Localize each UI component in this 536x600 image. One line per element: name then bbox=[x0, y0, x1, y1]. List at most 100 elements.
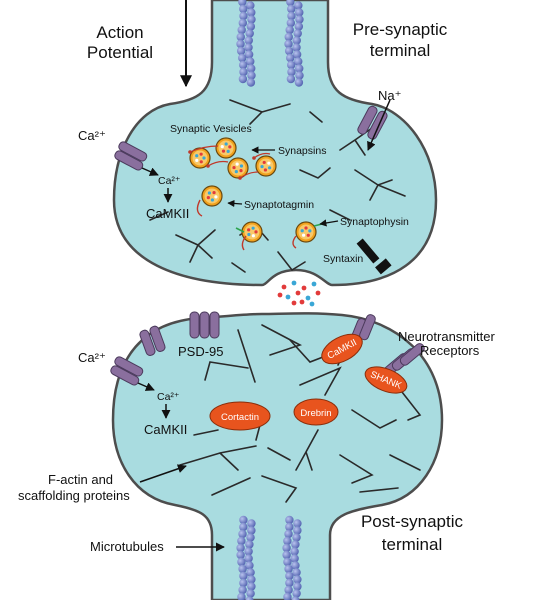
microtubule-bead bbox=[245, 596, 254, 600]
microtubule-bead bbox=[239, 11, 248, 21]
postsynaptic-receptor-middle bbox=[189, 311, 220, 339]
neurotransmitter-molecule bbox=[299, 299, 305, 305]
microtubule-bead bbox=[286, 18, 296, 28]
microtubule-bead bbox=[286, 74, 296, 84]
microtubule-bead bbox=[284, 32, 293, 42]
psd95-label: PSD-95 bbox=[178, 344, 224, 359]
sodium-label: Na⁺ bbox=[378, 88, 401, 103]
synaptotagmin-label: Synaptotagmin bbox=[244, 199, 314, 211]
microtubule-bead bbox=[236, 46, 246, 56]
microtubule-top bbox=[236, 0, 304, 87]
synapsin-link bbox=[207, 160, 229, 167]
synapsins-label: Synapsins bbox=[278, 145, 326, 157]
factin-label-line2: scaffolding proteins bbox=[18, 488, 130, 503]
microtubule-bead bbox=[247, 64, 256, 73]
microtubule-bead bbox=[247, 582, 256, 591]
microtubule-bead bbox=[237, 25, 246, 35]
synaptic-vesicle bbox=[189, 147, 211, 169]
postsynaptic-calcium-arrow bbox=[137, 382, 155, 391]
postsynaptic-calcium-channel bbox=[110, 356, 144, 386]
microtubule-bead bbox=[239, 522, 248, 532]
microtubule-bead bbox=[287, 11, 296, 21]
microtubule-bead bbox=[290, 554, 299, 563]
synaptotagmin-tail bbox=[241, 235, 247, 251]
postsynaptic-receptor-left bbox=[139, 325, 166, 356]
microtubule-bead bbox=[293, 582, 302, 591]
microtubule-bead bbox=[247, 575, 256, 584]
microtubule-bead bbox=[291, 596, 300, 600]
microtubule-bead bbox=[247, 519, 256, 528]
microtubule-bead bbox=[292, 568, 301, 577]
microtubule-bead bbox=[283, 536, 292, 546]
microtubule-bead bbox=[245, 29, 254, 38]
microtubule-bead bbox=[294, 1, 303, 10]
microtubule-bead bbox=[237, 592, 246, 600]
microtubule-bead bbox=[239, 578, 248, 588]
microtubule-bead bbox=[236, 550, 245, 560]
neurotransmitter-molecule bbox=[315, 290, 321, 296]
synaptic-vesicle bbox=[255, 155, 277, 177]
microtubule-bead bbox=[238, 0, 247, 7]
microtubule-bead bbox=[292, 36, 301, 45]
microtubule-bead bbox=[238, 564, 247, 574]
neurotransmitter-molecule bbox=[291, 300, 297, 306]
neurotransmitter-molecule bbox=[305, 295, 311, 301]
neurotransmitter-molecule bbox=[281, 284, 287, 290]
cortactin-protein: Cortactin bbox=[209, 401, 271, 431]
microtubule-bead bbox=[295, 71, 304, 80]
microtubule-bead bbox=[238, 529, 247, 539]
microtubule-bead bbox=[236, 32, 245, 42]
microtubule-bead bbox=[290, 547, 299, 556]
synaptic-vesicle bbox=[201, 185, 223, 207]
microtubule-bead bbox=[286, 53, 295, 63]
presynaptic-terminal bbox=[112, 0, 438, 287]
microtubule-bead bbox=[292, 533, 301, 542]
receptors-label-line1: Neurotransmitter bbox=[398, 329, 495, 344]
synaptophysin-arrow bbox=[319, 219, 339, 227]
postsynaptic-camkii-label: CaMKII bbox=[144, 422, 187, 437]
neurotransmitter-molecules bbox=[277, 280, 321, 307]
neurotransmitter-molecule bbox=[285, 294, 291, 300]
microtubule-bead bbox=[285, 515, 294, 525]
microtubule-bead bbox=[283, 592, 292, 600]
microtubule-bead bbox=[245, 561, 254, 570]
postsynaptic-calcium-outer-label: Ca²⁺ bbox=[78, 350, 106, 365]
presynaptic-calcium-outer-label: Ca²⁺ bbox=[78, 128, 106, 143]
presynaptic-calcium-channel bbox=[114, 141, 148, 171]
microtubule-bead bbox=[284, 564, 293, 574]
microtubule-bead bbox=[285, 571, 294, 581]
postsynaptic-terminal bbox=[111, 312, 444, 600]
microtubule-bead bbox=[238, 18, 248, 28]
microtubule-bead bbox=[285, 522, 294, 532]
microtubule-bead bbox=[295, 64, 304, 73]
presynaptic-calcium-arrow bbox=[141, 167, 159, 176]
microtubule-bead bbox=[286, 0, 295, 7]
microtubule-bead bbox=[293, 575, 302, 584]
neurotransmitter-molecule bbox=[309, 301, 315, 307]
microtubule-bead bbox=[285, 25, 294, 35]
microtubule-bead bbox=[244, 554, 253, 563]
microtubule-bead bbox=[285, 578, 294, 588]
microtubule-bead bbox=[244, 547, 253, 556]
presynaptic-calcium-inner-label: Ca²⁺ bbox=[158, 175, 181, 187]
postsynaptic-label-line2: terminal bbox=[382, 535, 442, 554]
synaptotagmin-arrow bbox=[227, 199, 243, 208]
microtubule-bead bbox=[293, 29, 302, 38]
microtubule-bead bbox=[246, 589, 255, 598]
synaptic-vesicle bbox=[295, 221, 317, 243]
microtubule-bead bbox=[292, 589, 301, 598]
microtubule-bead bbox=[238, 585, 247, 595]
microtubule-bead bbox=[247, 526, 256, 535]
microtubule-bead bbox=[282, 543, 291, 553]
microtubule-bead bbox=[282, 550, 291, 560]
microtubule-bead bbox=[244, 43, 253, 52]
neurotransmitter-molecule bbox=[277, 292, 283, 298]
microtubule-bead bbox=[237, 536, 246, 546]
microtubule-bead bbox=[292, 50, 302, 59]
microtubule-bead bbox=[287, 4, 296, 14]
microtubule-bead bbox=[239, 515, 248, 525]
synaptophysin-tail bbox=[292, 235, 297, 249]
microtubule-bead bbox=[284, 529, 293, 539]
syntaxin-label: Syntaxin bbox=[323, 253, 363, 265]
